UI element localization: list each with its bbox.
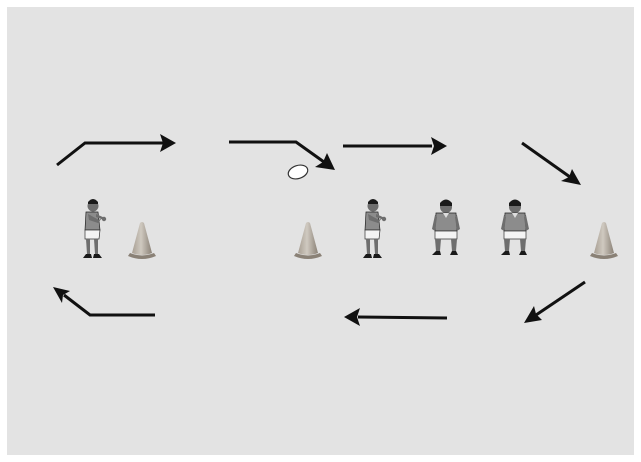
arrow-bottom-middle bbox=[357, 315, 448, 320]
movement-arrows bbox=[53, 134, 586, 326]
arrow-top-left-head bbox=[160, 134, 176, 152]
arrow-top-left bbox=[56, 141, 163, 167]
arrow-bottom-right bbox=[535, 280, 586, 317]
arrow-top-right-head bbox=[561, 169, 581, 185]
arrow-bottom-right-head bbox=[524, 306, 542, 323]
arrow-bottom-middle-head bbox=[344, 308, 360, 326]
field-background bbox=[7, 7, 634, 455]
arrow-bottom-left bbox=[63, 293, 155, 317]
rugby-ball bbox=[287, 164, 309, 180]
arrow-pass-head bbox=[315, 153, 335, 170]
arrow-top-middle-head bbox=[431, 137, 447, 155]
arrow-bottom-left-head bbox=[53, 287, 70, 303]
arrow-top-right bbox=[521, 141, 571, 179]
arrow-pass bbox=[229, 140, 325, 164]
